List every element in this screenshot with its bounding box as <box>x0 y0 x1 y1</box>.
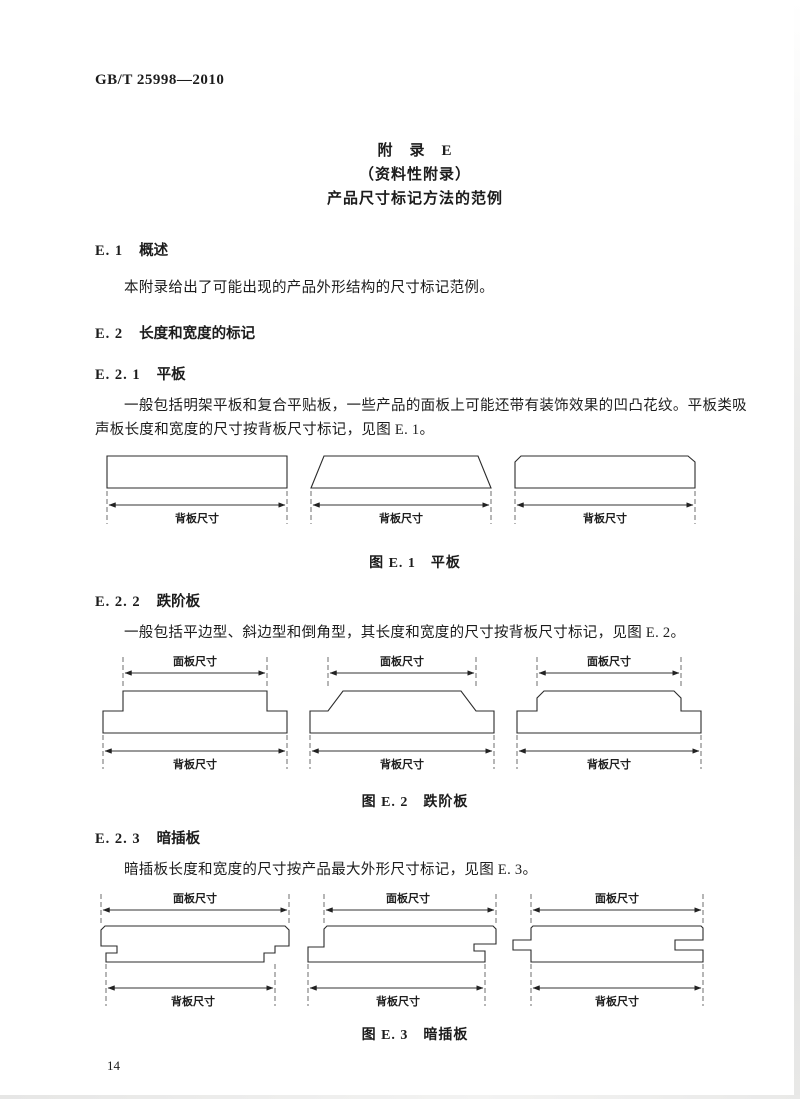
back-panel-dimension-label: 背板尺寸 <box>379 511 423 525</box>
appendix-title: 附 录 E <box>377 143 453 159</box>
fig-e3-groove-lip-panel-diagram: 面板尺寸 背板尺寸 <box>100 891 290 1008</box>
section-title: 平板 <box>156 367 186 383</box>
fig-e2-square-step-panel-diagram: 面板尺寸 背板尺寸 <box>102 654 288 771</box>
section-title: 暗插板 <box>156 831 201 847</box>
page-number: 14 <box>107 1058 120 1073</box>
standard-number-header: GB/T 25998—2010 <box>95 72 225 88</box>
back-panel-dimension-label: 背板尺寸 <box>173 757 217 771</box>
fig-e2-chamfer-step-panel-diagram: 面板尺寸 背板尺寸 <box>516 654 702 771</box>
back-panel-dimension-label: 背板尺寸 <box>587 757 631 771</box>
face-panel-dimension-label: 面板尺寸 <box>386 891 430 905</box>
face-panel-dimension-label: 面板尺寸 <box>587 654 631 668</box>
paragraph-e21: 一般包括明架平板和复合平贴板，一些产品的面板上可能还带有装饰效果的凹凸花纹。平板… <box>95 398 747 438</box>
face-panel-dimension-label: 面板尺寸 <box>595 891 639 905</box>
figure-e2-caption: 图 E. 2 跌阶板 <box>361 795 469 810</box>
scan-edge-shadow-bottom <box>0 1095 800 1099</box>
section-heading-e1: E. 1 概述 <box>95 239 745 260</box>
section-heading-e2: E. 2 长度和宽度的标记 <box>95 322 745 343</box>
back-panel-dimension-label: 背板尺寸 <box>583 511 627 525</box>
fig-e3-foot-groove-panel-diagram: 面板尺寸 背板尺寸 <box>307 891 497 1008</box>
appendix-subtitle: （资料性附录） <box>358 167 471 183</box>
section-number: E. 2. 3 <box>95 831 141 847</box>
section-number: E. 2. 1 <box>95 367 141 383</box>
section-number: E. 2. 2 <box>95 594 141 610</box>
back-panel-dimension-label: 背板尺寸 <box>380 757 424 771</box>
appendix-name: 产品尺寸标记方法的范例 <box>326 191 503 207</box>
scan-edge-shadow-right <box>794 0 800 1099</box>
section-title: 概述 <box>139 243 169 259</box>
figure-e1-caption: 图 E. 1 平板 <box>369 556 461 571</box>
appendix-title-block: 附 录 E （资料性附录） 产品尺寸标记方法的范例 <box>95 139 735 211</box>
back-panel-dimension-label: 背板尺寸 <box>175 511 219 525</box>
section-number: E. 1 <box>95 243 124 259</box>
fig-e1-bevel-edge-panel-diagram: 背板尺寸 <box>310 455 492 525</box>
section-heading-e21: E. 2. 1 平板 <box>95 363 745 384</box>
figure-e3-caption: 图 E. 3 暗插板 <box>361 1028 469 1043</box>
face-panel-dimension-label: 面板尺寸 <box>380 654 424 668</box>
figure-e2-diagrams: 面板尺寸 背板尺寸 面板尺寸 背板尺寸 面板尺寸 <box>95 653 745 775</box>
figure-e1-diagrams: 背板尺寸 背板尺寸 背板尺寸 <box>99 452 745 530</box>
paragraph-e22: 一般包括平边型、斜边型和倒角型，其长度和宽度的尺寸按背板尺寸标记，见图 E. 2… <box>124 625 686 641</box>
figure-e3-diagrams: 面板尺寸 背板尺寸 面板尺寸 背板尺寸 面板尺寸 <box>95 890 745 1012</box>
fig-e3-tongue-notch-panel-diagram: 面板尺寸 背板尺寸 <box>512 891 704 1008</box>
fig-e1-chamfer-corner-panel-diagram: 背板尺寸 <box>514 455 696 525</box>
back-panel-dimension-label: 背板尺寸 <box>171 994 215 1008</box>
paragraph-e1: 本附录给出了可能出现的产品外形结构的尺寸标记范例。 <box>124 280 494 296</box>
fig-e1-flat-panel-diagram: 背板尺寸 <box>106 455 288 525</box>
section-title: 长度和宽度的标记 <box>139 326 256 342</box>
face-panel-dimension-label: 面板尺寸 <box>173 654 217 668</box>
section-title: 跌阶板 <box>156 594 201 610</box>
back-panel-dimension-label: 背板尺寸 <box>595 994 639 1008</box>
fig-e2-slope-step-panel-diagram: 面板尺寸 背板尺寸 <box>309 654 495 771</box>
section-number: E. 2 <box>95 326 124 342</box>
paragraph-e23: 暗插板长度和宽度的尺寸按产品最大外形尺寸标记，见图 E. 3。 <box>124 862 538 878</box>
face-panel-dimension-label: 面板尺寸 <box>173 891 217 905</box>
section-heading-e23: E. 2. 3 暗插板 <box>95 827 745 848</box>
section-heading-e22: E. 2. 2 跌阶板 <box>95 590 745 611</box>
back-panel-dimension-label: 背板尺寸 <box>376 994 420 1008</box>
